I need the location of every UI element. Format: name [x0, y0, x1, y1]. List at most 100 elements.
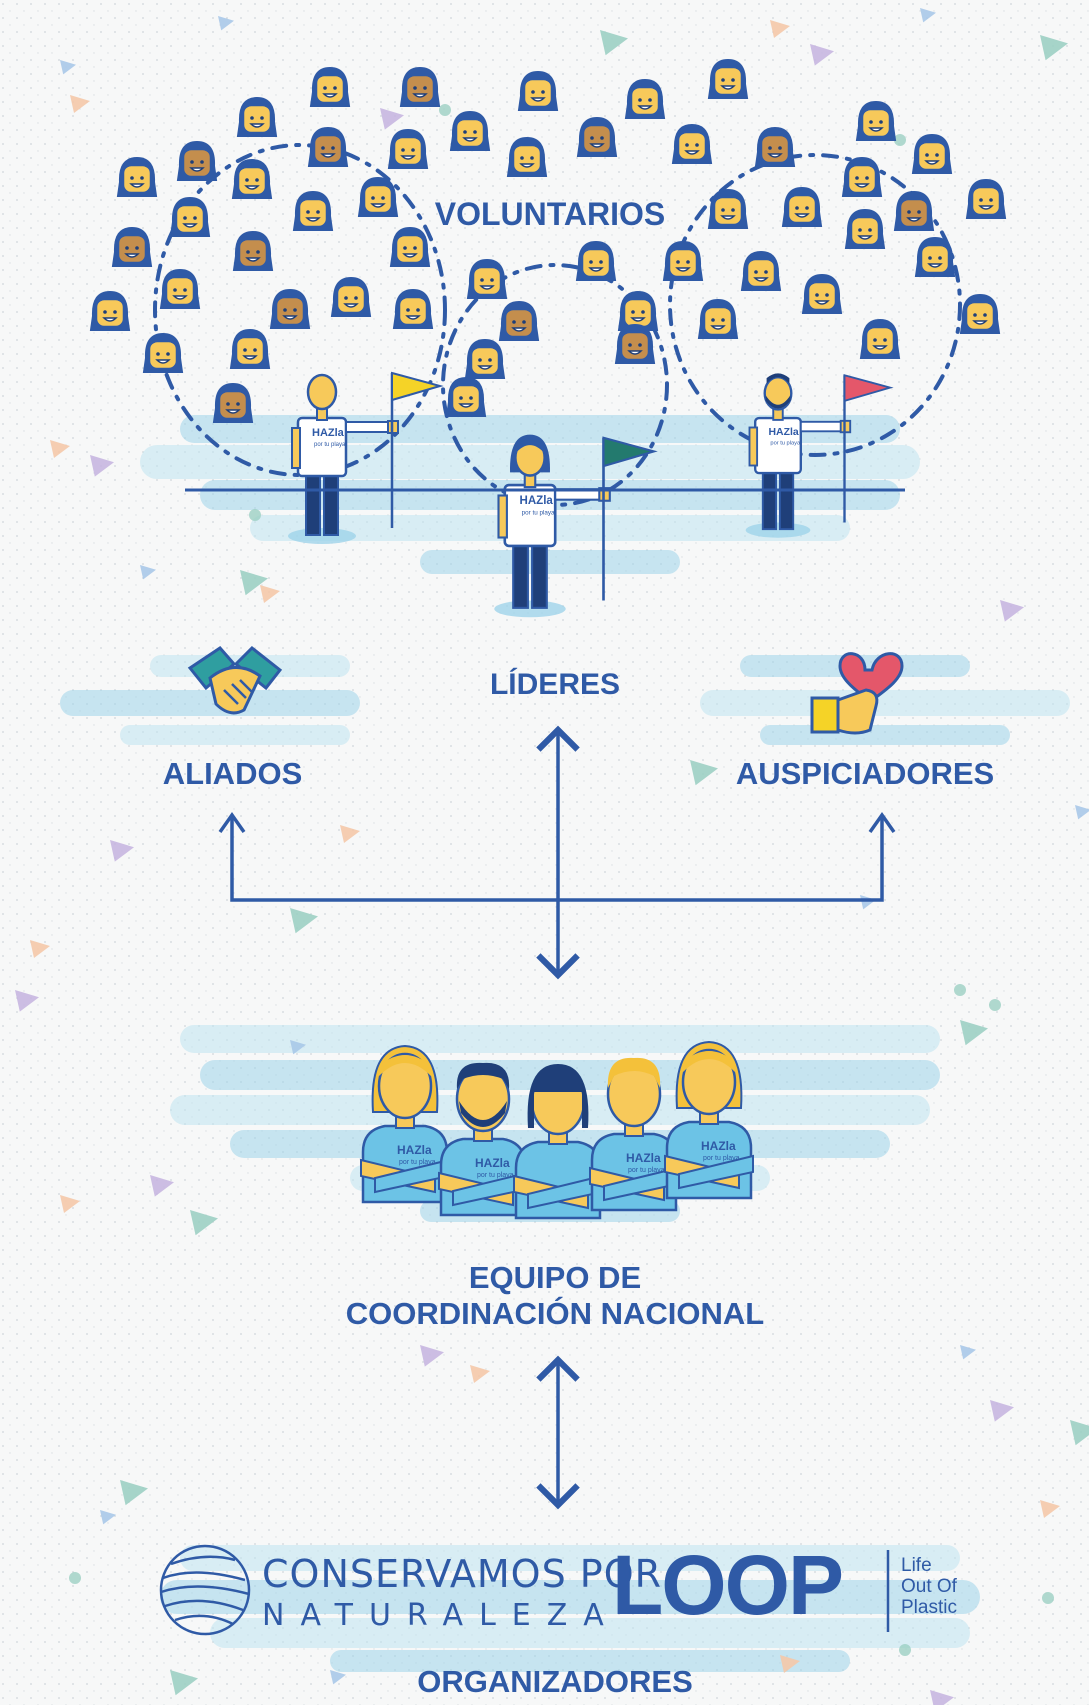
shirt-brand-text: HAZla: [769, 427, 799, 438]
volunteer-face-icon: [911, 133, 953, 174]
confetti-triangle: [60, 60, 76, 75]
confetti-triangle: [140, 565, 156, 580]
confetti-dot: [894, 134, 906, 146]
water-band: [180, 1545, 960, 1571]
confetti-triangle: [190, 1210, 218, 1236]
shirt-brand-tagline: por tu playa: [522, 509, 555, 516]
confetti-dot: [439, 104, 451, 116]
confetti-triangle: [15, 990, 39, 1012]
confetti-triangle: [100, 1510, 116, 1525]
volunteer-face-icon: [330, 276, 372, 317]
loop-logo: LOOP: [612, 1548, 844, 1628]
confetti-triangle: [1075, 805, 1089, 820]
confetti-triangle: [1070, 1420, 1089, 1446]
volunteer-face-icon: [111, 226, 153, 267]
shirt-brand-tagline: por tu playa: [703, 1155, 740, 1162]
leader-figure: HAZla por tu playa: [745, 373, 894, 538]
shirt-brand-text: HAZla: [626, 1151, 661, 1165]
water-band: [330, 1650, 850, 1672]
shirt-brand-tagline: por tu playa: [477, 1172, 514, 1179]
confetti-triangle: [60, 1195, 80, 1213]
lideres-label: LÍDERES: [489, 668, 621, 701]
volunteer-face-icon: [781, 186, 823, 227]
volunteer-face-icon: [959, 293, 1001, 334]
equipo-label-line2: COORDINACIÓN NACIONAL: [345, 1296, 765, 1331]
volunteer-face-icon: [387, 128, 429, 169]
volunteer-face-icon: [236, 96, 278, 137]
confetti-triangle: [960, 1345, 976, 1360]
volunteer-face-icon: [232, 230, 274, 271]
shirt-brand-text: HAZla: [397, 1143, 432, 1157]
volunteer-face-icon: [159, 268, 201, 309]
confetti-triangle: [170, 1670, 198, 1696]
volunteer-face-icon: [662, 240, 704, 281]
confetti-dot: [249, 509, 261, 521]
volunteer-face-icon: [445, 376, 487, 417]
loop-tagline-2: Out Of: [901, 1576, 957, 1597]
volunteer-face-icon: [292, 190, 334, 231]
confetti-triangle: [920, 8, 936, 23]
organizadores-label: ORGANIZADORES: [417, 1664, 693, 1699]
volunteer-face-icon: [231, 158, 273, 199]
confetti-triangle: [340, 825, 360, 843]
handshake-icon: [187, 645, 283, 715]
volunteer-face-icon: [506, 136, 548, 177]
water-band: [700, 690, 1070, 716]
confetti-triangle: [1040, 1500, 1060, 1518]
volunteer-face-icon: [576, 116, 618, 157]
volunteer-face-icon: [449, 110, 491, 151]
volunteer-face-icon: [575, 240, 617, 281]
volunteer-face-icon: [859, 318, 901, 359]
volunteer-face-icon: [855, 100, 897, 141]
equipo-label-line1: EQUIPO DE: [468, 1260, 642, 1295]
confetti-dot: [954, 984, 966, 996]
water-band: [180, 1025, 940, 1053]
conservamos-globe-icon: [159, 1544, 251, 1636]
volunteer-face-icon: [212, 382, 254, 423]
volunteer-face-icon: [392, 288, 434, 329]
volunteer-face-icon: [671, 123, 713, 164]
volunteer-face-icon: [142, 332, 184, 373]
volunteer-face-icon: [307, 126, 349, 167]
volunteer-face-icon: [707, 188, 749, 229]
aliados-label: ALIADOS: [162, 756, 303, 791]
confetti-dot: [1042, 1592, 1054, 1604]
confetti-triangle: [150, 1175, 174, 1197]
confetti-triangle: [960, 1020, 988, 1046]
volunteer-face-icon: [614, 323, 656, 364]
volunteer-face-icon: [740, 250, 782, 291]
volunteer-face-icon: [116, 156, 158, 197]
confetti-triangle: [770, 20, 790, 38]
shirt-brand-tagline: por tu playa: [770, 441, 801, 447]
confetti-triangle: [120, 1480, 148, 1506]
volunteer-face-icon: [893, 190, 935, 231]
heart-hand-icon: [810, 652, 904, 735]
confetti-triangle: [810, 44, 834, 66]
volunteer-face-icon: [801, 273, 843, 314]
confetti-dot: [989, 999, 1001, 1011]
confetti-triangle: [260, 585, 280, 603]
loop-logo-text: LOOP: [612, 1548, 842, 1628]
confetti-triangle: [290, 908, 318, 934]
volunteer-face-icon: [498, 300, 540, 341]
volunteer-circles: [153, 143, 962, 507]
confetti-triangle: [380, 108, 404, 130]
loop-tagline: Life Out Of Plastic: [901, 1555, 957, 1618]
confetti-triangle: [780, 1655, 800, 1673]
auspiciadores-label: AUSPICIADORES: [735, 756, 995, 791]
volunteer-face-icon: [965, 178, 1007, 219]
confetti-triangle: [50, 440, 70, 458]
shirt-brand-tagline: por tu playa: [314, 442, 346, 448]
confetti-triangle: [70, 95, 90, 113]
water-band: [120, 725, 350, 745]
confetti-triangle: [30, 940, 50, 958]
team-member: [513, 1064, 603, 1220]
volunteer-face-icon: [841, 156, 883, 197]
confetti-dot: [899, 1644, 911, 1656]
confetti-triangle: [1000, 600, 1024, 622]
